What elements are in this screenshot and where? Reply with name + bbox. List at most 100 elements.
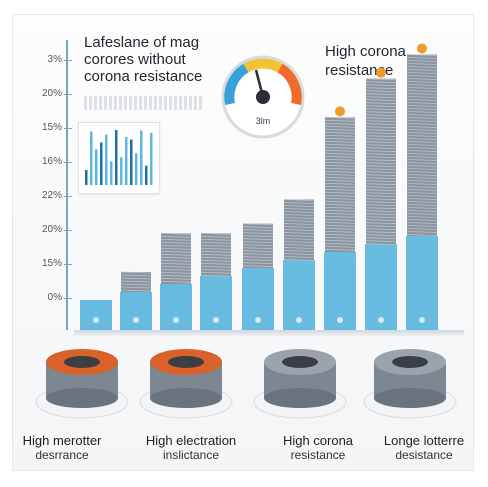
coil-winding bbox=[283, 253, 315, 255]
bar-chip bbox=[255, 317, 261, 323]
coil-winding bbox=[283, 256, 315, 258]
coil-winding bbox=[160, 265, 192, 268]
coil-winding bbox=[324, 131, 356, 134]
coil-winding bbox=[324, 245, 356, 248]
coil-winding bbox=[324, 227, 356, 230]
coil-winding bbox=[406, 69, 438, 71]
coil-winding bbox=[365, 240, 397, 243]
coil-winding bbox=[365, 225, 397, 228]
coil-winding bbox=[406, 183, 438, 185]
coil-winding bbox=[200, 244, 232, 247]
coil-winding bbox=[365, 162, 397, 165]
coil-winding bbox=[365, 108, 397, 111]
coil-winding bbox=[365, 123, 397, 126]
coil-winding bbox=[365, 195, 397, 198]
coil-winding bbox=[406, 147, 438, 149]
gauge-icon bbox=[221, 55, 305, 139]
coil-winding bbox=[242, 238, 274, 241]
mini-bar bbox=[95, 149, 98, 185]
label-3-line1: High corona bbox=[282, 433, 354, 448]
coil-winding bbox=[365, 186, 397, 189]
coil-winding bbox=[365, 147, 397, 150]
coil-winding bbox=[365, 99, 397, 102]
coil-winding bbox=[406, 108, 438, 110]
coil-winding bbox=[283, 214, 315, 216]
coil-winding bbox=[406, 123, 438, 125]
coil-winding bbox=[406, 129, 438, 131]
coil-winding bbox=[200, 271, 232, 274]
coil-winding bbox=[324, 167, 356, 170]
coil-winding bbox=[242, 232, 274, 235]
coil-winding bbox=[406, 135, 438, 137]
coil-winding bbox=[324, 239, 356, 242]
coil-winding bbox=[365, 171, 397, 174]
coil-winding bbox=[283, 235, 315, 237]
coil-winding bbox=[406, 177, 438, 179]
coil-winding bbox=[406, 72, 438, 74]
coil-winding bbox=[324, 179, 356, 182]
coil-winding bbox=[365, 135, 397, 138]
coil-winding bbox=[324, 212, 356, 215]
coil-winding bbox=[365, 114, 397, 117]
y-tick-label: 0% bbox=[47, 292, 62, 303]
coil-winding bbox=[365, 138, 397, 141]
coil-winding bbox=[324, 170, 356, 173]
mini-bar bbox=[150, 132, 153, 185]
coil-winding bbox=[365, 159, 397, 162]
coil-winding bbox=[120, 283, 152, 286]
label-4-line1: Longe lotterre bbox=[383, 433, 465, 448]
coil-winding bbox=[120, 271, 152, 274]
coil-winding bbox=[160, 244, 192, 247]
coil-winding bbox=[200, 268, 232, 271]
y-axis-line bbox=[66, 40, 68, 330]
coil-winding bbox=[200, 256, 232, 259]
coil-winding bbox=[365, 243, 397, 246]
coil-winding bbox=[365, 180, 397, 183]
coil-winding bbox=[365, 165, 397, 168]
coil-winding bbox=[365, 231, 397, 234]
bar-base bbox=[80, 300, 112, 330]
coil-winding bbox=[283, 205, 315, 207]
coil-winding bbox=[324, 248, 356, 251]
y-tick-label: 3% bbox=[47, 54, 62, 65]
coil-winding bbox=[406, 186, 438, 188]
mini-bar bbox=[105, 134, 108, 185]
coil-winding bbox=[324, 191, 356, 194]
coil-winding bbox=[324, 218, 356, 221]
coil-winding bbox=[283, 208, 315, 210]
y-tick-mark bbox=[64, 298, 72, 299]
coil-winding bbox=[160, 280, 192, 283]
coil-winding bbox=[160, 238, 192, 241]
coil-winding bbox=[324, 233, 356, 236]
coil-winding bbox=[406, 222, 438, 224]
mini-bar bbox=[85, 170, 88, 185]
mini-chart-bars bbox=[85, 130, 153, 185]
coil-winding bbox=[406, 174, 438, 176]
coil-winding bbox=[324, 158, 356, 161]
coil-winding bbox=[365, 207, 397, 210]
coil-winding bbox=[406, 117, 438, 119]
coil-winding bbox=[406, 165, 438, 167]
mini-bar bbox=[125, 136, 128, 185]
coil-winding bbox=[324, 140, 356, 143]
spark-icon bbox=[376, 67, 386, 78]
coil-winding bbox=[242, 226, 274, 229]
coil-winding bbox=[406, 180, 438, 182]
y-tick-label: 16% bbox=[41, 156, 62, 167]
coil-winding bbox=[160, 253, 192, 256]
coil-winding bbox=[283, 232, 315, 234]
coil-winding bbox=[283, 217, 315, 219]
coil-winding bbox=[365, 174, 397, 177]
coil-winding bbox=[406, 99, 438, 101]
coil-winding bbox=[242, 250, 274, 253]
coil-winding bbox=[365, 177, 397, 180]
coil-winding bbox=[324, 224, 356, 227]
coil-winding bbox=[242, 247, 274, 250]
coil-winding bbox=[324, 242, 356, 245]
mini-chart-card bbox=[78, 122, 160, 194]
mini-bar bbox=[100, 142, 103, 185]
coil-winding bbox=[324, 221, 356, 224]
coil-winding bbox=[324, 209, 356, 212]
coil-winding bbox=[324, 188, 356, 191]
